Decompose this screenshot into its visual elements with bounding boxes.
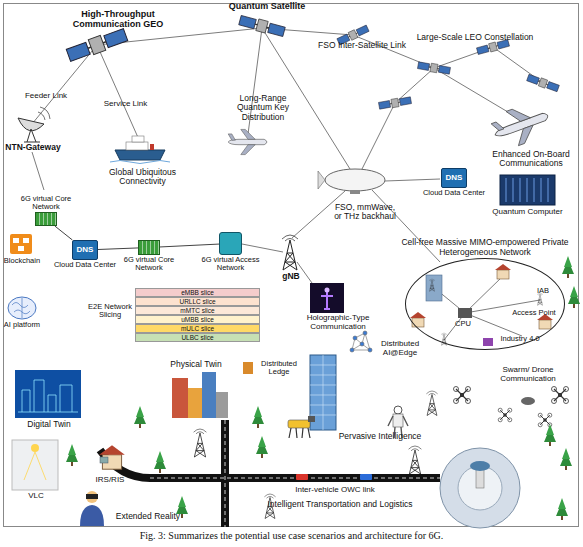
figure-caption: Fig. 3: Summarizes the potential use cas… [0, 530, 583, 541]
cell-free-contents [410, 264, 553, 346]
annotation-label: IAB [528, 287, 558, 295]
slice-band: uMBB slice [135, 315, 260, 324]
slice-band: eMBB slice [135, 288, 260, 297]
blockchain-icon [10, 234, 32, 254]
irs-house [99, 445, 125, 469]
node-text: Cloud Data Center [49, 261, 121, 269]
node-text: mMTC slice [136, 307, 259, 314]
link-lines [32, 28, 543, 340]
node-text: uMBB slice [136, 316, 259, 323]
annotation-label: Extended Reality [106, 512, 190, 521]
annotation-label: Intelligent Transportation and Logistics [245, 500, 435, 509]
dns-icon: DNSCloud Data Center [441, 168, 467, 188]
physical-twin-buildings [172, 372, 228, 418]
slice-band: mULC slice [135, 324, 260, 333]
annotation-label: Blockchain [0, 257, 44, 265]
annotation-label: Pervasive Intelligence [330, 432, 430, 441]
annotation-label: CPU [447, 320, 479, 328]
annotation-label: E2E Network Slicing [86, 303, 134, 320]
node-text: DNS [73, 241, 97, 259]
annotation-label: AI platform [0, 321, 44, 329]
vlc-room [12, 440, 58, 490]
vr-person [80, 491, 104, 526]
drones [454, 387, 569, 427]
node-text: ULBC slice [136, 334, 259, 341]
dns-icon: DNSCloud Data Center [72, 240, 98, 260]
edge-ai-mesh [350, 331, 372, 352]
network-ellipse: Cell-free Massive MIMO-empowered Private… [405, 258, 565, 350]
annotation-label: High-Throughput Communication GEO [66, 10, 170, 30]
annotation-label: Holographic-Type Communication [296, 314, 380, 332]
annotation-label: Service Link [98, 100, 153, 109]
annotation-label: Quantum Satellite [222, 2, 312, 12]
trees [66, 256, 580, 520]
airliner [489, 99, 554, 152]
slice-band: mMTC slice [135, 306, 260, 315]
node-text: Cloud Data Center [418, 189, 490, 197]
digital-twin-image [15, 370, 81, 418]
annotation-label: VLC [10, 492, 62, 501]
annotation-label: Quantum Computer [490, 208, 565, 217]
gateway-dish [18, 107, 50, 142]
annotation-label: Feeder Link [20, 92, 72, 101]
holographic-image [310, 283, 344, 313]
connector-line [160, 244, 219, 247]
annotation-label: Long-Range Quantum Key Distribution [232, 94, 294, 122]
node-text: 6G virtual Core Network [119, 256, 179, 273]
ledger-icon [243, 362, 253, 374]
node-text: mULC slice [136, 325, 259, 332]
annotation-label: Inter-vehicle OWC link [270, 486, 400, 495]
annotation-label: NTN-Gateway [2, 143, 64, 152]
airport [440, 448, 520, 528]
annotation-label: Distributed Ledge [254, 360, 304, 377]
geo-satellite [66, 27, 129, 63]
airship [318, 169, 385, 194]
roads [100, 420, 440, 527]
annotation-label: Physical Twin [160, 360, 232, 369]
access-network-icon: 6G virtual Access Network [219, 232, 242, 255]
core-network-icon: 6G virtual Core Network [138, 240, 160, 255]
node-text: DNS [442, 169, 466, 187]
connector-line [98, 248, 138, 250]
annotation-label: Industry 4.0 [494, 335, 546, 343]
ai-brain-icon [8, 297, 36, 319]
slice-band: ULBC slice [135, 333, 260, 342]
annotation-label: Swarm/ Drone Communication [478, 366, 578, 384]
connector-line [55, 226, 73, 240]
annotation-label: Access Point [506, 309, 562, 317]
slice-band: URLLC slice [135, 297, 260, 306]
annotation-label: Digital Twin [14, 420, 84, 429]
annotation-label: Global Ubiquitous Connectivity [95, 168, 190, 187]
annotation-label: IRS/RIS [84, 476, 136, 485]
node-text: URLLC slice [136, 298, 259, 305]
annotation-label: Enhanced On-Board Communications [482, 150, 580, 169]
annotation-label: gNB [276, 272, 306, 281]
annotation-label: Large-Scale LEO Constellation [410, 33, 540, 42]
quantum-computer [500, 175, 555, 205]
ship [110, 136, 170, 164]
node-text: 6G virtual Core Network [15, 195, 77, 212]
figure-frame [4, 4, 579, 527]
core-network-icon: 6G virtual Core Network [35, 212, 57, 226]
node-text: Cell-free Massive MIMO-empowered Private… [400, 238, 570, 257]
quantum-satellite [238, 14, 285, 37]
robot-dog [288, 416, 315, 438]
node-text: eMBB slice [136, 289, 259, 296]
uav-plane [228, 129, 267, 154]
annotation-label: FSO Inter-Satellite Link [318, 41, 406, 50]
annotation-label: FSO, mmWave, or THz backhaul [330, 203, 400, 222]
annotation-label: Distributed AI@Edge [372, 340, 428, 358]
node-text: 6G virtual Access Network [197, 256, 265, 273]
leo-satellites [337, 24, 560, 110]
